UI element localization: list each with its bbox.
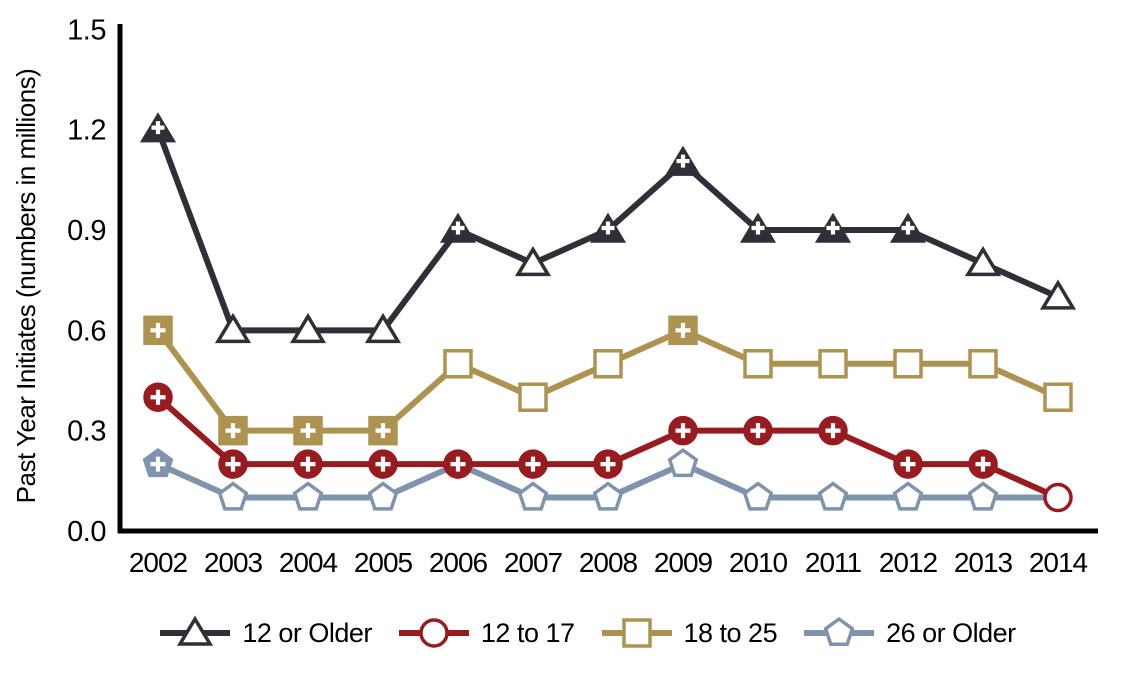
plus-icon	[826, 221, 840, 235]
circle-legend-marker-icon	[398, 618, 469, 648]
triangle-marker	[964, 246, 1002, 277]
pentagon-marker	[967, 481, 999, 511]
square-legend-marker-icon	[601, 618, 672, 648]
pentagon-legend-marker-icon	[804, 616, 875, 647]
x-tick-label: 2013	[954, 547, 1013, 578]
plus-icon	[676, 154, 690, 168]
plus-icon	[225, 423, 241, 439]
triangle-marker	[514, 246, 552, 277]
x-tick-label: 2006	[429, 547, 488, 578]
y-tick-label: 0.6	[67, 315, 106, 347]
legend-item-26-or-older: 26 or Older	[801, 614, 1016, 652]
y-tick-label: 0.3	[67, 416, 106, 448]
plus-icon	[151, 121, 165, 135]
square-marker	[1043, 382, 1073, 412]
y-tick-label: 1.5	[67, 14, 106, 46]
plus-icon	[451, 221, 465, 235]
x-tick-label: 2014	[1029, 547, 1088, 578]
plus-icon	[901, 221, 915, 235]
plus-icon	[750, 423, 766, 439]
pentagon-marker	[367, 481, 399, 511]
legend-item-12-to-17: 12 to 17	[396, 614, 575, 652]
x-tick-label: 2002	[129, 547, 188, 578]
plus-icon	[300, 423, 316, 439]
plus-icon	[300, 456, 316, 472]
legend-item-18-to-25: 18 to 25	[599, 614, 778, 652]
pentagon-marker	[292, 481, 324, 511]
square-marker	[818, 349, 848, 379]
pentagon-marker	[217, 481, 249, 511]
triangle-marker	[364, 312, 402, 344]
plus-icon	[150, 389, 166, 405]
x-tick-label: 2007	[504, 547, 563, 578]
plus-icon	[450, 456, 466, 472]
triangle-marker	[214, 312, 252, 344]
triangle-legend-marker-icon	[160, 615, 231, 646]
legend-label: 18 to 25	[683, 617, 778, 648]
legend-label: 26 or Older	[886, 617, 1016, 648]
x-tick-label: 2012	[879, 547, 938, 578]
plus-icon	[675, 322, 691, 338]
x-tick-label: 2011	[805, 547, 862, 578]
triangle-marker	[289, 312, 327, 344]
pentagon-marker	[667, 447, 699, 478]
plus-icon	[525, 456, 541, 472]
triangle-marker	[177, 615, 214, 646]
plus-icon	[675, 423, 691, 439]
x-tick-label: 2003	[204, 547, 263, 578]
square-marker	[893, 349, 923, 379]
plus-icon	[150, 456, 166, 472]
square-marker	[621, 618, 652, 648]
legend-label: 12 to 17	[480, 617, 575, 648]
legend-label: 12 or Older	[242, 617, 372, 648]
plot-area: 0.0 0.3 0.6 0.9 1.2 1.5 2002 2003 2004 2005 2006 20…	[67, 14, 1098, 578]
circle-marker	[419, 618, 449, 648]
x-tick-label: 2010	[729, 547, 788, 578]
plus-icon	[900, 456, 916, 472]
y-tick-label: 0.9	[67, 215, 106, 247]
triangle-marker	[1039, 279, 1077, 310]
series-line-18-to-25	[155, 327, 1060, 434]
pentagon-marker	[817, 481, 849, 511]
chart-legend: 12 or Older 12 to 17 18 to 25 26 or Older	[0, 611, 1137, 655]
square-marker	[743, 349, 773, 379]
square-marker	[518, 382, 548, 412]
plus-icon	[975, 456, 991, 472]
pentagon-marker	[892, 481, 924, 511]
x-tick-label: 2005	[354, 547, 413, 578]
x-tick-label: 2004	[279, 547, 338, 578]
plus-icon	[601, 221, 615, 235]
x-tick-label: 2009	[654, 547, 713, 578]
square-marker	[593, 349, 623, 379]
pentagon-marker	[517, 481, 549, 511]
x-tick-label: 2008	[579, 547, 638, 578]
plus-icon	[600, 456, 616, 472]
plus-icon	[375, 423, 391, 439]
plus-icon	[825, 423, 841, 439]
legend-item-12-or-older: 12 or Older	[157, 614, 372, 652]
plus-icon	[225, 456, 241, 472]
circle-marker	[1043, 482, 1073, 513]
square-marker	[968, 349, 998, 379]
pentagon-marker	[592, 481, 624, 511]
plus-icon	[150, 322, 166, 338]
plus-icon	[751, 221, 765, 235]
square-marker	[443, 349, 473, 379]
y-tick-label: 1.2	[67, 115, 106, 147]
plus-icon	[375, 456, 391, 472]
y-tick-label: 0.0	[67, 516, 106, 548]
pentagon-marker	[742, 481, 774, 511]
pentagon-marker	[823, 616, 855, 647]
